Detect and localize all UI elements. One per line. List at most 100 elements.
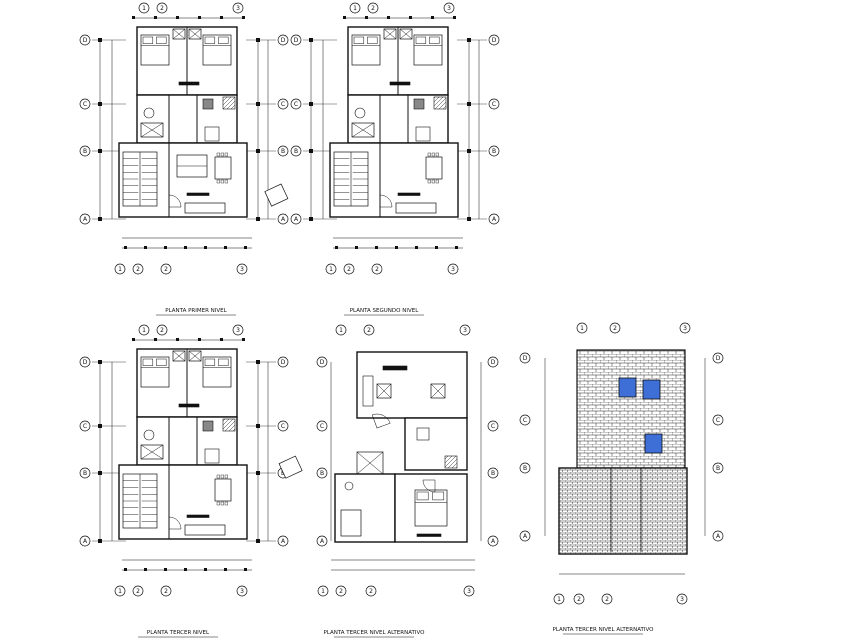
axis-row-D-left-circle — [79, 356, 91, 368]
axis-row-C-left-circle — [79, 420, 91, 432]
dimension-tick — [154, 338, 157, 341]
dimension-tick — [244, 246, 247, 249]
axis-col-3-bottom-circle — [447, 263, 459, 275]
axis-row-A-right-circle — [277, 535, 289, 547]
dimension-tick — [198, 338, 201, 341]
living-zone — [356, 351, 468, 419]
axis-row-D-right-circle — [712, 352, 724, 364]
axis-col-1-bottom-circle — [317, 585, 329, 597]
axis-row-A-right-label: A — [491, 538, 496, 545]
label-bar — [389, 81, 411, 86]
axis-col-3-top-label: 3 — [236, 5, 240, 12]
stove — [222, 96, 236, 110]
axis-row-D-left-circle — [316, 356, 328, 368]
toilet — [143, 429, 155, 441]
dimension-tick — [144, 246, 147, 249]
axis-row-C-left-circle — [316, 420, 328, 432]
axis-row-D-right-label: D — [491, 359, 496, 366]
dimension-tick — [184, 246, 187, 249]
axis-row-B-right-label: B — [492, 148, 496, 155]
counter — [204, 126, 220, 142]
dimension-tick — [132, 16, 135, 19]
axis-col-3-top-circle — [679, 322, 691, 334]
axis-col-2b-bottom-label: 2 — [369, 588, 373, 595]
axis-row-A-right-label: A — [281, 538, 286, 545]
axis-row-B-left-circle — [290, 145, 302, 157]
cross-line — [172, 350, 186, 362]
cross-line — [140, 444, 164, 460]
dimension-tick — [220, 16, 223, 19]
axis-col-2-bottom-circle — [573, 593, 585, 605]
stove — [444, 455, 458, 469]
toilet — [143, 107, 155, 119]
axis-row-A-left-label: A — [83, 216, 88, 223]
label-bar — [397, 192, 421, 196]
chair — [220, 179, 224, 184]
dimension-tick — [431, 16, 434, 19]
axis-col-3-bottom-circle — [236, 585, 248, 597]
label-bar — [382, 365, 408, 371]
axis-col-1-top-label: 1 — [142, 5, 146, 12]
axis-row-D-left-label: D — [83, 37, 88, 44]
axis-row-A-left-label: A — [320, 538, 325, 545]
axis-row-C-right-label: C — [716, 417, 720, 424]
axis-row-A-right-label: A — [281, 216, 286, 223]
plan-caption: PLANTA TERCER NIVEL — [138, 630, 218, 638]
axis-col-1-top-circle — [138, 324, 150, 336]
skylight — [642, 379, 661, 400]
roof-brick-area — [576, 349, 686, 469]
axis-row-D-right-circle — [488, 34, 500, 46]
axis-row-D-left-label: D — [320, 359, 325, 366]
axis-col-1-top-circle — [138, 2, 150, 14]
axis-row-B-right-label: B — [281, 470, 285, 477]
axis-col-2-top-label: 2 — [367, 327, 371, 334]
cross-line — [383, 28, 397, 40]
axis-row-C-left-label: C — [83, 101, 87, 108]
axis-col-1-top-circle — [335, 324, 347, 336]
dimension-tick — [124, 568, 127, 571]
pillow — [353, 36, 365, 44]
axis-row-B-right-label: B — [716, 465, 720, 472]
dimension-tick — [395, 246, 398, 249]
dimension-tick — [409, 16, 412, 19]
axis-row-D-left-circle — [79, 34, 91, 46]
dimension-tick — [198, 16, 201, 19]
axis-row-D-left-label: D — [83, 359, 88, 366]
label-bar — [186, 192, 210, 196]
axis-col-3-bottom-circle — [236, 263, 248, 275]
axis-row-B-left-circle — [316, 467, 328, 479]
dimension-tick — [224, 246, 227, 249]
dimension-tick — [415, 246, 418, 249]
axis-col-2-top-circle — [367, 2, 379, 14]
chair — [224, 501, 228, 506]
axis-col-3-top-label: 3 — [463, 327, 467, 334]
axis-col-3-bottom-label: 3 — [467, 588, 471, 595]
axis-row-D-right-label: D — [281, 359, 286, 366]
axis-row-B-left-label: B — [320, 470, 324, 477]
axis-row-C-right-label: C — [281, 423, 285, 430]
axis-row-C-right-label: C — [492, 101, 496, 108]
bed-small — [340, 509, 362, 537]
axis-col-1-bottom-circle — [114, 263, 126, 275]
axis-col-2-bottom-circle — [132, 263, 144, 275]
label-bar — [186, 514, 210, 518]
axis-col-2b-bottom-label: 2 — [164, 266, 168, 273]
axis-col-3-bottom-label: 3 — [240, 266, 244, 273]
axis-col-3-top-circle — [232, 324, 244, 336]
axis-col-3-top-circle — [459, 324, 471, 336]
cross-line — [376, 383, 392, 399]
axis-col-2-top-label: 2 — [613, 325, 617, 332]
dimension-tick — [176, 338, 179, 341]
axis-col-2-bottom-label: 2 — [577, 596, 581, 603]
axis-row-D-left-label: D — [523, 355, 528, 362]
axis-row-D-left-label: D — [294, 37, 299, 44]
axis-col-1-bottom-label: 1 — [557, 596, 561, 603]
cross-line — [188, 350, 202, 362]
axis-col-2-top-circle — [609, 322, 621, 334]
chair — [224, 474, 228, 479]
pillow — [156, 358, 167, 366]
